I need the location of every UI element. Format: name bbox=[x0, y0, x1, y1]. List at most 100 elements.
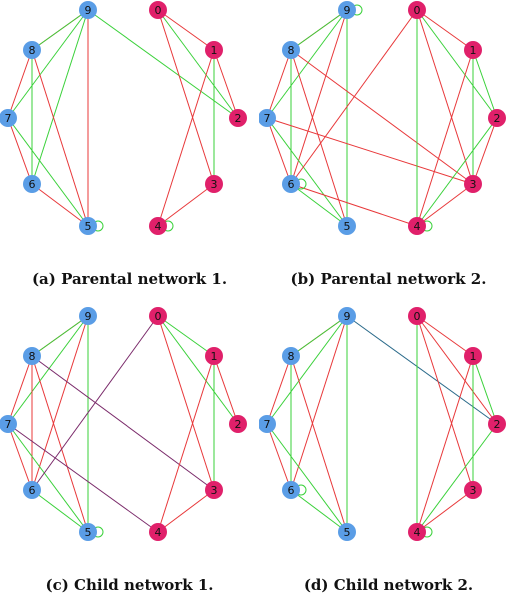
node-label-1: 1 bbox=[211, 350, 218, 363]
edge-0-2 bbox=[157, 315, 239, 425]
node-label-8: 8 bbox=[29, 44, 36, 57]
edge-6-5 bbox=[31, 183, 89, 227]
node-0 bbox=[149, 1, 167, 19]
node-5 bbox=[338, 523, 356, 541]
node-label-6: 6 bbox=[29, 484, 36, 497]
edge-6-5 bbox=[290, 183, 348, 227]
node-label-5: 5 bbox=[85, 526, 92, 539]
node-7 bbox=[0, 109, 17, 127]
node-4 bbox=[408, 523, 426, 541]
edge-9-6 bbox=[290, 9, 348, 185]
edge-7-5 bbox=[7, 423, 89, 533]
node-label-2: 2 bbox=[494, 112, 501, 125]
node-label-2: 2 bbox=[235, 418, 242, 431]
edge-8-3 bbox=[290, 49, 474, 185]
edges-group bbox=[266, 9, 498, 227]
node-label-9: 9 bbox=[344, 310, 351, 323]
node-label-4: 4 bbox=[155, 526, 162, 539]
edge-7-5 bbox=[7, 117, 89, 227]
caption-c: (c) Child network 1. bbox=[45, 576, 214, 594]
edge-0-3 bbox=[416, 9, 474, 185]
node-2 bbox=[229, 415, 247, 433]
node-9 bbox=[338, 307, 356, 325]
node-label-9: 9 bbox=[85, 4, 92, 17]
edge-7-4 bbox=[7, 423, 159, 533]
node-2 bbox=[488, 415, 506, 433]
node-label-1: 1 bbox=[470, 350, 477, 363]
node-0 bbox=[408, 307, 426, 325]
node-label-6: 6 bbox=[29, 178, 36, 191]
edge-0-2 bbox=[416, 9, 498, 119]
edge-1-4 bbox=[157, 355, 215, 533]
node-1 bbox=[464, 41, 482, 59]
edge-8-7 bbox=[266, 355, 292, 425]
node-2 bbox=[488, 109, 506, 127]
node-4 bbox=[149, 523, 167, 541]
edge-8-3 bbox=[31, 355, 215, 491]
edge-1-4 bbox=[416, 355, 474, 533]
node-label-7: 7 bbox=[5, 112, 12, 125]
node-1 bbox=[205, 41, 223, 59]
node-label-7: 7 bbox=[264, 112, 271, 125]
edge-9-2 bbox=[346, 315, 498, 425]
node-3 bbox=[464, 175, 482, 193]
node-9 bbox=[338, 1, 356, 19]
node-label-0: 0 bbox=[414, 310, 421, 323]
node-5 bbox=[79, 523, 97, 541]
node-label-7: 7 bbox=[5, 418, 12, 431]
node-label-4: 4 bbox=[414, 526, 421, 539]
node-label-3: 3 bbox=[470, 484, 477, 497]
node-8 bbox=[23, 347, 41, 365]
node-2 bbox=[229, 109, 247, 127]
edge-3-4 bbox=[157, 489, 215, 533]
node-8 bbox=[23, 41, 41, 59]
node-label-5: 5 bbox=[344, 220, 351, 233]
edge-2-3 bbox=[472, 117, 498, 185]
edge-8-5 bbox=[31, 49, 89, 227]
node-label-6: 6 bbox=[288, 178, 295, 191]
node-label-9: 9 bbox=[85, 310, 92, 323]
edge-7-6 bbox=[266, 423, 292, 491]
caption-d: (d) Child network 2. bbox=[303, 576, 474, 594]
node-7 bbox=[259, 109, 276, 127]
node-6 bbox=[23, 481, 41, 499]
node-label-4: 4 bbox=[155, 220, 162, 233]
edge-1-2 bbox=[213, 355, 239, 425]
node-label-0: 0 bbox=[155, 4, 162, 17]
edge-1-4 bbox=[157, 49, 215, 227]
edge-7-5 bbox=[266, 423, 348, 533]
node-label-8: 8 bbox=[288, 44, 295, 57]
node-1 bbox=[205, 347, 223, 365]
edge-9-8 bbox=[31, 9, 89, 51]
edge-9-8 bbox=[31, 315, 89, 357]
node-label-3: 3 bbox=[211, 178, 218, 191]
edge-7-6 bbox=[7, 117, 33, 185]
node-label-6: 6 bbox=[288, 484, 295, 497]
node-9 bbox=[79, 307, 97, 325]
node-7 bbox=[259, 415, 276, 433]
node-label-5: 5 bbox=[85, 220, 92, 233]
edge-3-4 bbox=[416, 183, 474, 227]
edge-8-5 bbox=[290, 355, 348, 533]
node-label-3: 3 bbox=[211, 484, 218, 497]
edge-8-5 bbox=[290, 49, 348, 227]
edges-group bbox=[7, 315, 239, 533]
edge-7-3 bbox=[266, 117, 474, 185]
edge-2-4 bbox=[416, 423, 498, 533]
edge-8-7 bbox=[266, 49, 292, 119]
node-1 bbox=[464, 347, 482, 365]
edge-9-7 bbox=[7, 315, 89, 425]
node-0 bbox=[149, 307, 167, 325]
node-7 bbox=[0, 415, 17, 433]
caption-a: (a) Parental network 1. bbox=[31, 270, 228, 288]
edge-0-3 bbox=[157, 315, 215, 491]
edge-0-3 bbox=[416, 315, 474, 491]
node-label-4: 4 bbox=[414, 220, 421, 233]
node-label-2: 2 bbox=[235, 112, 242, 125]
